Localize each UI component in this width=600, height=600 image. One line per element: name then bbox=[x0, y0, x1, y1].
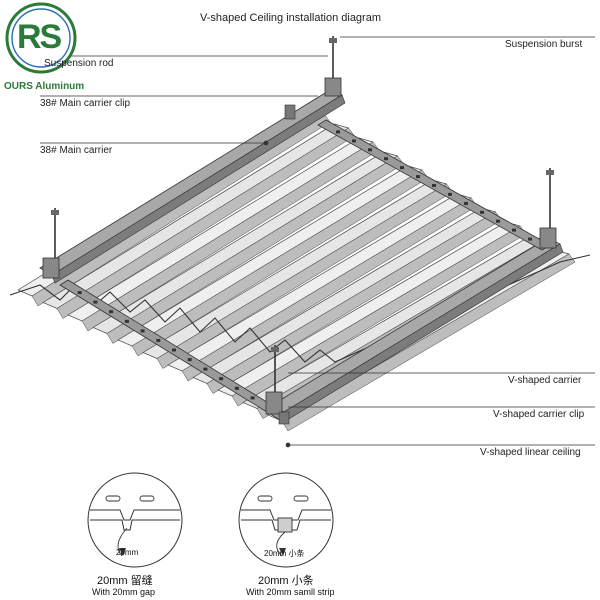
company-logo bbox=[5, 2, 77, 74]
label-suspension-burst: Suspension burst bbox=[505, 39, 583, 50]
logo-brand-text: OURS Aluminum bbox=[4, 81, 85, 92]
carrier-hole bbox=[336, 130, 340, 134]
logo-mark: RS bbox=[17, 18, 62, 56]
carrier-hole bbox=[400, 166, 404, 170]
carrier-hole bbox=[368, 148, 372, 152]
leader-lines bbox=[40, 36, 595, 448]
detail-gap bbox=[87, 472, 183, 568]
detail-strip-dimension: 20mm 小条 bbox=[264, 549, 305, 558]
label-v-shaped-linear-ceiling: V-shaped linear ceiling bbox=[480, 447, 581, 458]
carrier-hole bbox=[77, 291, 82, 295]
carrier-hole bbox=[219, 377, 224, 381]
carrier-hole bbox=[124, 319, 129, 323]
carrier-hole bbox=[156, 338, 161, 342]
detail-strip-subcaption: With 20mm samll strip bbox=[246, 587, 335, 597]
carrier-hole bbox=[464, 201, 468, 205]
label-main-carrier-clip: 38# Main carrier clip bbox=[40, 98, 131, 109]
carrier-hole bbox=[528, 237, 532, 241]
carrier-hole bbox=[250, 396, 255, 400]
detail-gap-subcaption: With 20mm gap bbox=[92, 587, 156, 597]
carrier-hole bbox=[384, 157, 388, 161]
suspension-rods bbox=[51, 36, 554, 396]
carrier-clips bbox=[42, 77, 557, 425]
carrier-hole bbox=[172, 348, 176, 352]
label-suspension-rod: Suspension rod bbox=[44, 58, 114, 69]
carrier-hole bbox=[416, 175, 420, 179]
carrier-hole bbox=[140, 329, 145, 333]
main-carriers bbox=[39, 89, 564, 421]
carrier-hole bbox=[203, 367, 208, 371]
detail-gap-caption: 20mm 留缝 bbox=[97, 575, 153, 587]
detail-gap-dimension: 20mm bbox=[116, 548, 139, 557]
detail-strip bbox=[238, 472, 334, 568]
label-v-shaped-carrier-clip: V-shaped carrier clip bbox=[493, 409, 585, 420]
detail-strip-caption: 20mm 小条 bbox=[258, 575, 314, 587]
carrier-hole bbox=[93, 300, 98, 304]
carrier-hole bbox=[187, 358, 192, 362]
carrier-hole bbox=[512, 228, 516, 232]
v-shaped-panels bbox=[17, 109, 576, 432]
carrier-hole bbox=[480, 210, 484, 214]
carrier-hole bbox=[448, 192, 452, 196]
carrier-hole bbox=[234, 386, 239, 390]
carrier-hole bbox=[496, 219, 500, 223]
carrier-hole bbox=[432, 184, 436, 187]
label-v-shaped-carrier: V-shaped carrier bbox=[508, 375, 582, 386]
carrier-hole bbox=[109, 310, 114, 314]
diagram-title: V-shaped Ceiling installation diagram bbox=[200, 12, 381, 24]
carrier-hole bbox=[352, 139, 356, 143]
label-main-carrier: 38# Main carrier bbox=[40, 145, 113, 156]
linear-panel-shadow bbox=[281, 253, 576, 432]
